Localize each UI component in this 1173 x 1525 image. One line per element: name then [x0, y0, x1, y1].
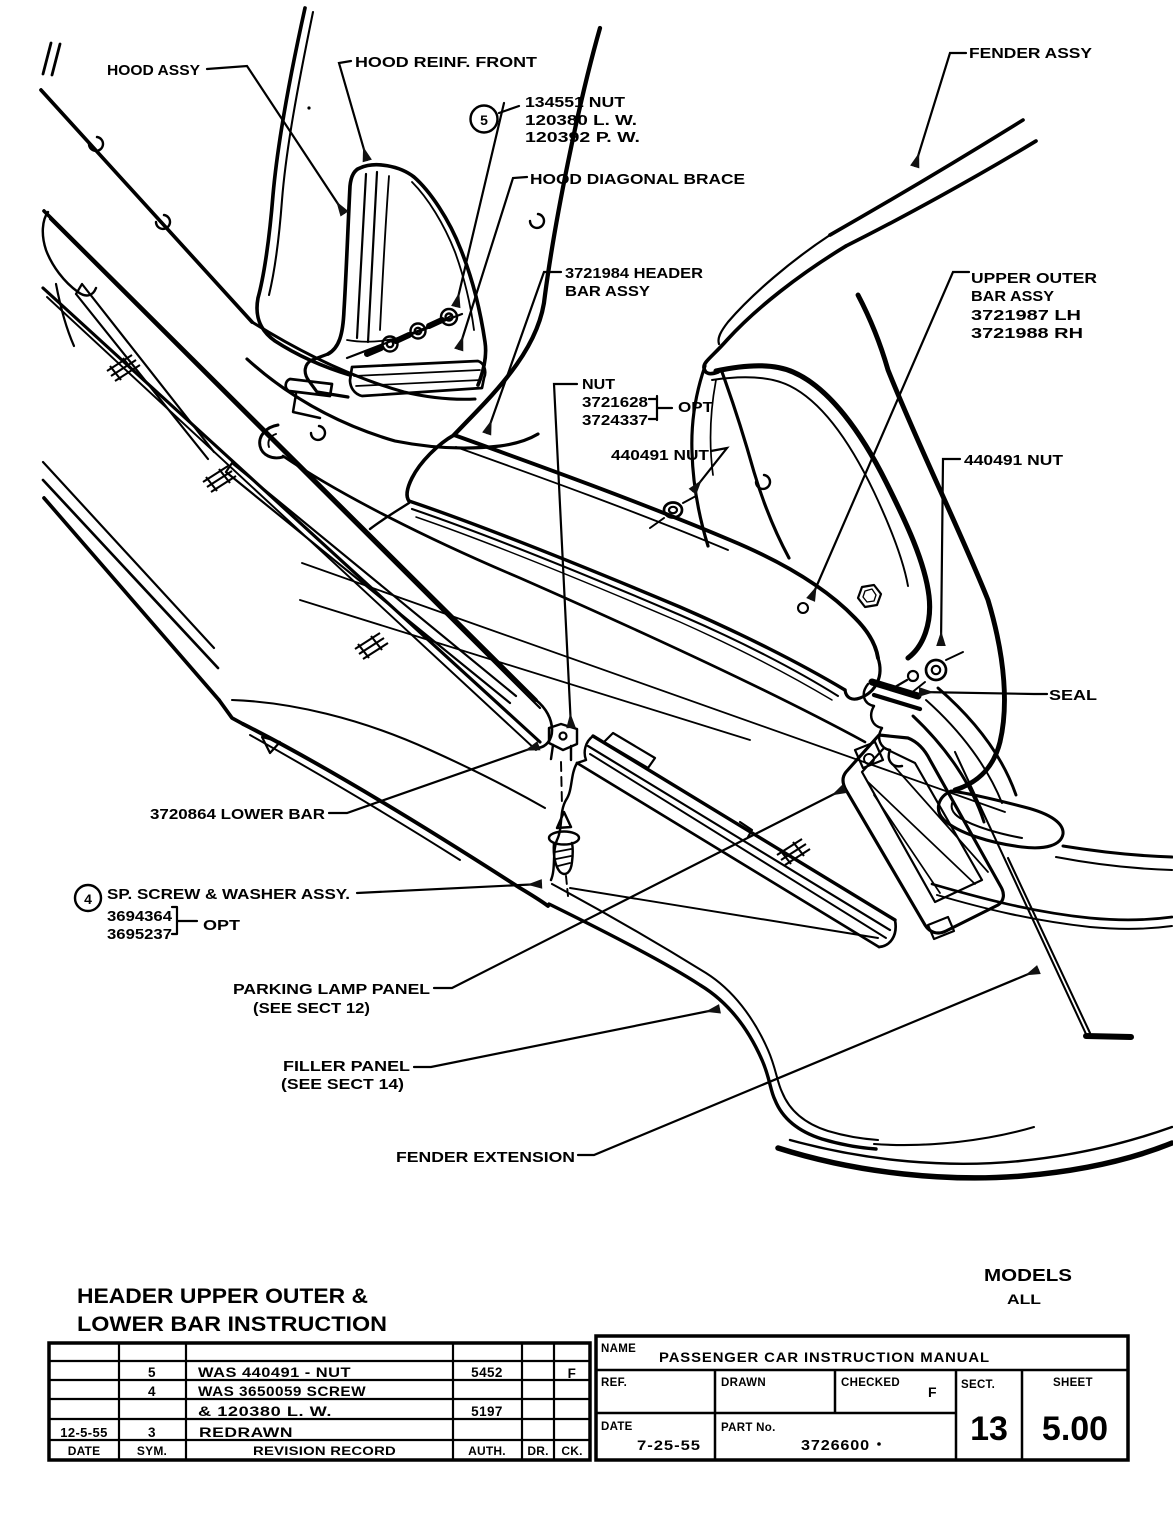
svg-text:120380 L. W.: 120380 L. W.: [525, 112, 637, 129]
svg-text:NAME: NAME: [601, 1343, 636, 1355]
svg-text:120392 P. W.: 120392 P. W.: [525, 129, 640, 146]
svg-text:MODELS: MODELS: [984, 1265, 1072, 1285]
svg-text:WAS 440491 - NUT: WAS 440491 - NUT: [198, 1365, 351, 1380]
svg-text:HOOD REINF. FRONT: HOOD REINF. FRONT: [355, 54, 537, 71]
svg-text:REF.: REF.: [601, 1377, 627, 1389]
svg-text:NUT: NUT: [582, 376, 615, 393]
svg-text:& 120380 L. W.: & 120380 L. W.: [198, 1404, 332, 1419]
svg-text:SP. SCREW & WASHER ASSY.: SP. SCREW & WASHER ASSY.: [107, 886, 350, 903]
svg-text:5452: 5452: [471, 1365, 503, 1380]
svg-text:3721984 HEADER: 3721984 HEADER: [565, 265, 703, 282]
svg-text:3726600: 3726600: [801, 1437, 870, 1454]
svg-text:SECT.: SECT.: [961, 1379, 995, 1391]
svg-text:REDRAWN: REDRAWN: [199, 1425, 293, 1440]
svg-text:DATE: DATE: [68, 1444, 101, 1458]
svg-text:3: 3: [148, 1425, 156, 1440]
svg-text:SEAL: SEAL: [1049, 687, 1097, 704]
svg-text:3694364: 3694364: [107, 908, 173, 925]
svg-text:ALL: ALL: [1007, 1291, 1042, 1307]
svg-text:5: 5: [480, 112, 488, 128]
svg-text:UPPER OUTER: UPPER OUTER: [971, 270, 1097, 287]
svg-text:PASSENGER CAR INSTRUCTION MANU: PASSENGER CAR INSTRUCTION MANUAL: [659, 1350, 990, 1365]
svg-text:5.00: 5.00: [1042, 1410, 1108, 1448]
svg-text:(SEE SECT 14): (SEE SECT 14): [281, 1076, 404, 1093]
svg-text:F: F: [928, 1384, 937, 1400]
svg-text:7-25-55: 7-25-55: [637, 1437, 701, 1453]
svg-text:LOWER BAR INSTRUCTION: LOWER BAR INSTRUCTION: [77, 1313, 387, 1336]
svg-text:5197: 5197: [471, 1404, 503, 1419]
svg-text:440491 NUT: 440491 NUT: [964, 452, 1063, 469]
svg-text:134551 NUT: 134551 NUT: [525, 94, 625, 111]
svg-text:13: 13: [970, 1410, 1008, 1448]
svg-text:BAR ASSY: BAR ASSY: [565, 283, 650, 300]
svg-text:3721988 RH: 3721988 RH: [971, 325, 1083, 342]
svg-text:440491 NUT: 440491 NUT: [611, 447, 709, 464]
svg-text:3695237: 3695237: [107, 926, 172, 943]
svg-text:4: 4: [84, 891, 92, 907]
svg-text:OPT: OPT: [203, 917, 240, 934]
svg-text:OPT: OPT: [678, 399, 713, 416]
svg-text:3720864 LOWER BAR: 3720864 LOWER BAR: [150, 806, 325, 823]
svg-text:BAR ASSY: BAR ASSY: [971, 288, 1054, 305]
svg-text:(SEE SECT 12): (SEE SECT 12): [253, 1000, 370, 1017]
svg-text:FENDER EXTENSION: FENDER EXTENSION: [396, 1149, 575, 1166]
svg-text:4: 4: [148, 1384, 156, 1399]
svg-text:SYM.: SYM.: [137, 1444, 167, 1458]
svg-text:3724337: 3724337: [582, 412, 648, 429]
svg-text:12-5-55: 12-5-55: [60, 1425, 108, 1440]
svg-text:PART No.: PART No.: [721, 1422, 776, 1434]
svg-text:3721628: 3721628: [582, 394, 648, 411]
svg-text:CK.: CK.: [561, 1444, 582, 1458]
svg-text:AUTH.: AUTH.: [468, 1444, 506, 1458]
svg-text:DRAWN: DRAWN: [721, 1377, 766, 1389]
svg-text:5: 5: [148, 1365, 156, 1380]
svg-text:F: F: [568, 1366, 577, 1381]
svg-text:CHECKED: CHECKED: [841, 1377, 900, 1389]
svg-text:3721987 LH: 3721987 LH: [971, 307, 1081, 324]
svg-text:DR.: DR.: [527, 1444, 548, 1458]
svg-text:WAS 3650059 SCREW: WAS 3650059 SCREW: [198, 1384, 366, 1399]
svg-text:FENDER ASSY: FENDER ASSY: [969, 45, 1092, 62]
svg-text:HOOD DIAGONAL BRACE: HOOD DIAGONAL BRACE: [530, 171, 745, 188]
svg-text:HEADER UPPER OUTER &: HEADER UPPER OUTER &: [77, 1285, 368, 1308]
svg-text:DATE: DATE: [601, 1421, 633, 1433]
svg-text:PARKING LAMP PANEL: PARKING LAMP PANEL: [233, 981, 430, 998]
svg-text:SHEET: SHEET: [1053, 1377, 1093, 1389]
svg-text:REVISION RECORD: REVISION RECORD: [253, 1444, 396, 1458]
svg-text:HOOD ASSY: HOOD ASSY: [107, 62, 200, 79]
svg-text:FILLER PANEL: FILLER PANEL: [283, 1058, 410, 1075]
